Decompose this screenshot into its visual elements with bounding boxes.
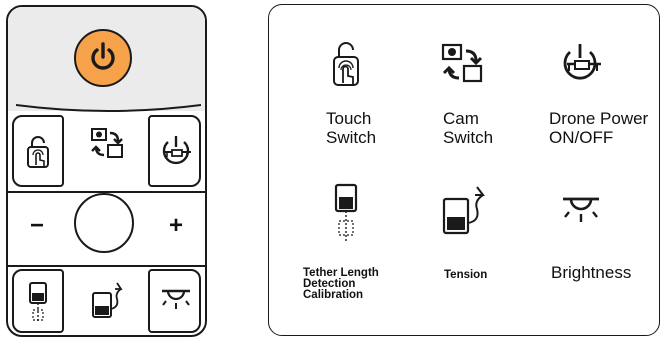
- power-icon: [91, 42, 115, 70]
- tether-length-icon: [334, 183, 358, 241]
- dpad-middle-row: [6, 191, 207, 267]
- plus-button[interactable]: +: [169, 212, 184, 239]
- legend-label-tether-length: Tether Length Detection Calibration: [303, 267, 379, 301]
- legend-label-tension: Tension: [444, 269, 488, 281]
- legend-label-drone-power: Drone Power ON/OFF: [549, 109, 649, 147]
- camera-switch-icon: [441, 43, 483, 83]
- remote-controller: − +: [6, 5, 207, 337]
- legend-label-brightness: Brightness: [551, 263, 632, 282]
- tension-icon: [92, 282, 123, 318]
- center-button[interactable]: [74, 193, 134, 253]
- minus-button[interactable]: −: [30, 212, 45, 239]
- drone-power-icon: [162, 136, 191, 165]
- drone-power-icon: [563, 44, 601, 80]
- brightness-icon: [563, 197, 599, 222]
- drone-power-button[interactable]: [148, 115, 201, 187]
- tether-length-icon: [29, 282, 47, 323]
- tether-calibration-button[interactable]: [12, 269, 64, 333]
- brightness-button[interactable]: [148, 269, 201, 333]
- tension-button[interactable]: [68, 269, 144, 333]
- touch-lock-icon: [333, 42, 359, 86]
- legend-label-touch-switch: Touch Switch: [326, 109, 377, 147]
- power-button[interactable]: [74, 29, 132, 87]
- brightness-icon: [162, 289, 190, 309]
- cam-switch-button[interactable]: [68, 115, 144, 175]
- divider: [16, 104, 201, 112]
- legend-label-cam-switch: Cam Switch: [443, 109, 494, 147]
- touch-switch-button[interactable]: [12, 115, 64, 187]
- tension-icon: [442, 186, 485, 235]
- touch-lock-icon: [27, 136, 49, 168]
- camera-switch-icon: [91, 128, 123, 158]
- legend-panel: Touch Switch Cam Switch Drone Power ON/O…: [268, 4, 660, 336]
